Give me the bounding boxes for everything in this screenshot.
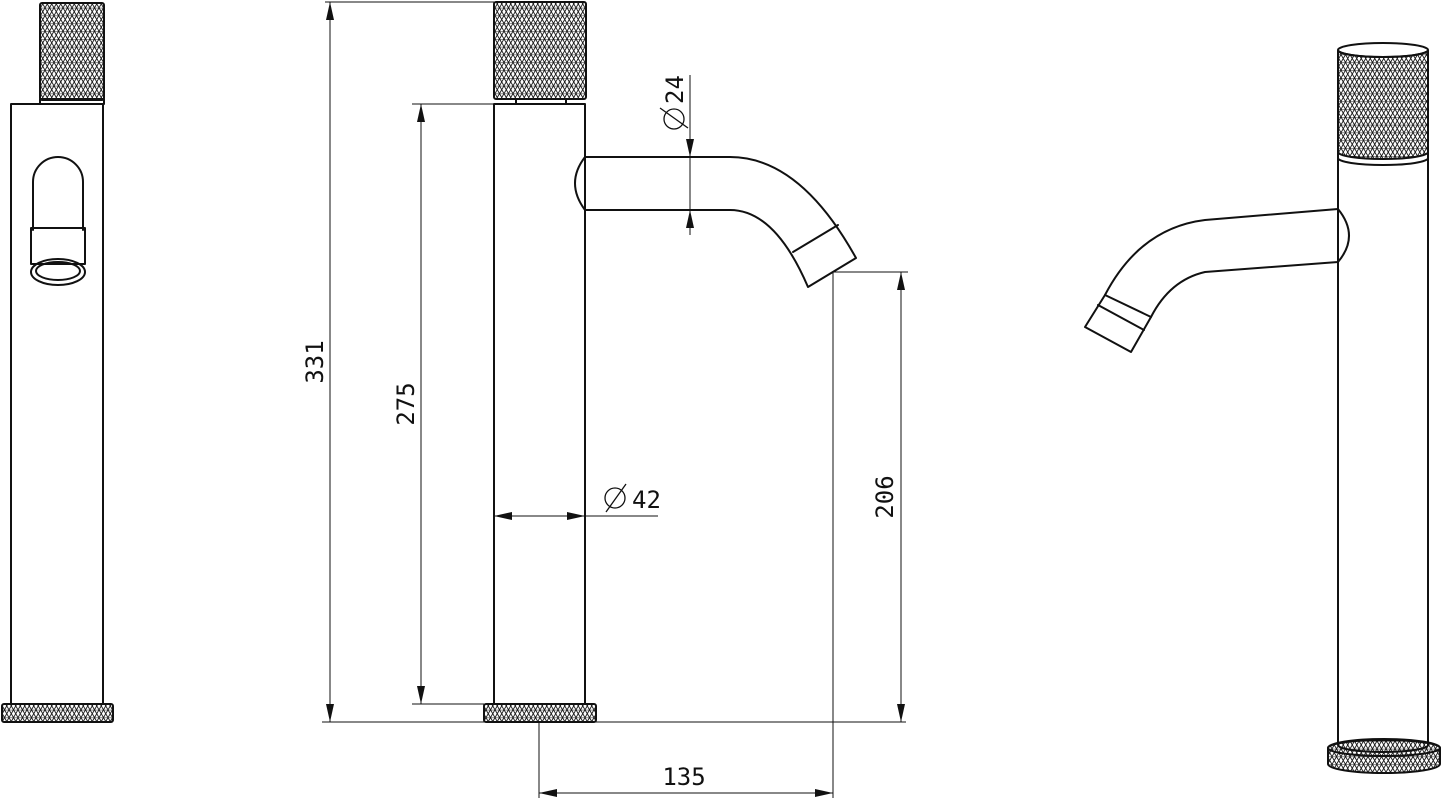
front-view — [1, 2, 114, 723]
side-view-spout-joint — [574, 156, 586, 211]
front-view-base — [1, 703, 114, 723]
dimension-lines — [322, 1, 908, 798]
front-view-knob — [39, 2, 105, 101]
front-view-body — [10, 103, 104, 705]
front-view-spout-aerator — [30, 227, 86, 265]
side-view-spout — [584, 156, 857, 288]
side-view — [483, 1, 857, 723]
dim-total-height-label: 331 — [301, 340, 329, 383]
dim-body-height-label: 275 — [392, 382, 420, 425]
diameter-icon — [659, 107, 689, 130]
perspective-spout — [1104, 208, 1350, 318]
dim-body-diameter-label: 42 — [632, 486, 661, 514]
side-view-body — [493, 103, 586, 705]
perspective-knob — [1337, 49, 1429, 160]
dim-spout-height-label: 206 — [871, 475, 899, 518]
side-view-base — [483, 703, 597, 723]
front-view-spout-outlet — [30, 258, 86, 286]
diameter-icon — [604, 483, 627, 513]
perspective-body — [1337, 157, 1429, 753]
side-view-aerator-line — [792, 224, 839, 253]
front-view-spout-outlet-inner — [35, 261, 81, 281]
dim-reach-label: 135 — [662, 763, 705, 791]
perspective-view — [1084, 42, 1441, 774]
front-view-spout-tube — [32, 156, 84, 231]
perspective-spout-aerator — [1084, 294, 1152, 353]
side-view-knob — [493, 1, 587, 100]
dim-spout-diameter-label: 24 — [661, 75, 689, 104]
